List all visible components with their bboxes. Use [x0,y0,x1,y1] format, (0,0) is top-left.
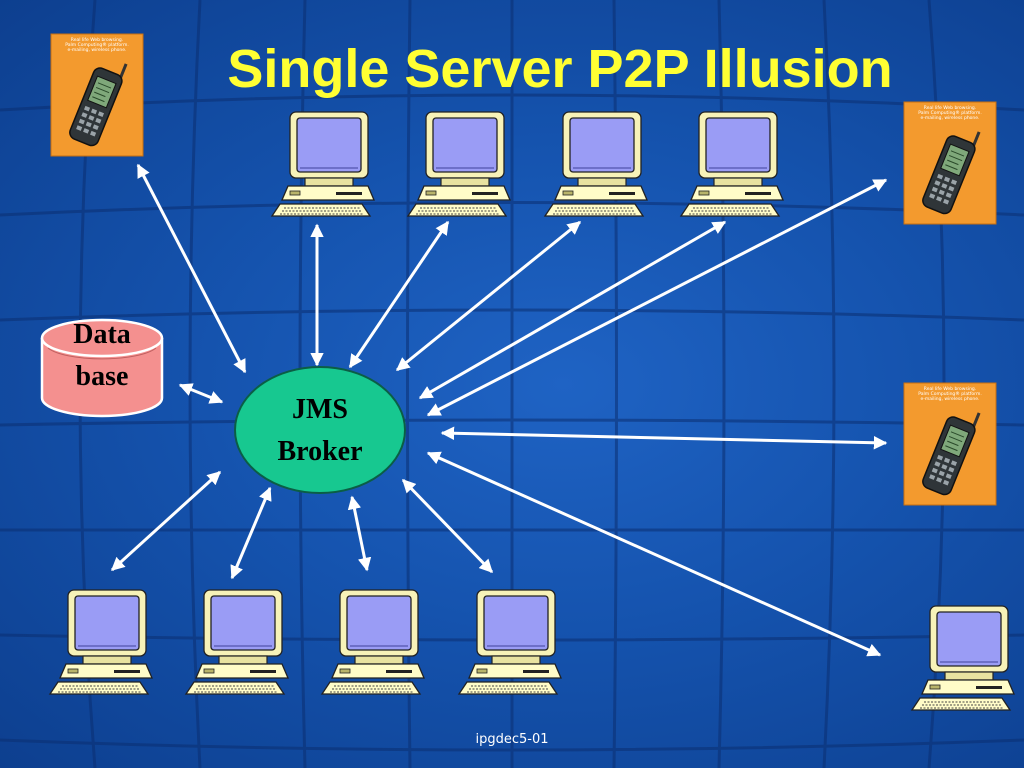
arrow-computer-bottom-2 [230,486,272,580]
svg-text:Real life Web browsing.: Real life Web browsing. [924,105,976,111]
desktop-computer-icon [407,111,511,217]
database-label-line2: base [76,361,129,392]
arrow-computer-bottom-1 [110,470,222,572]
desktop-computer-icon [271,111,375,217]
database-label-line1: Data [73,319,131,350]
desktop-computer-icon [458,589,562,695]
desktop-computer-icon [911,605,1015,711]
arrow-computer-bottom-3 [347,495,372,572]
svg-text:e-mailing, wireless phone.: e-mailing, wireless phone. [921,396,980,402]
svg-text:Real life Web browsing.: Real life Web browsing. [71,37,123,43]
database-node: Data base [40,318,164,418]
cell-phone-icon: Real life Web browsing. Palm Computing® … [902,381,998,507]
svg-text:Real life Web browsing.: Real life Web browsing. [924,386,976,392]
svg-text:Palm Computing® platform.: Palm Computing® platform. [918,109,982,116]
desktop-computer-icon [321,589,425,695]
cell-phone-icon: Real life Web browsing. Palm Computing® … [49,32,145,158]
arrow-computer-top-2 [348,220,450,369]
cell-phone-icon: Real life Web browsing. Palm Computing® … [902,100,998,226]
desktop-computer-icon [544,111,648,217]
arrow-database [178,383,224,404]
svg-text:Palm Computing® platform.: Palm Computing® platform. [65,41,129,48]
svg-text:e-mailing, wireless phone.: e-mailing, wireless phone. [68,47,127,53]
jms-broker-node: JMS Broker [234,366,406,494]
slide-title: Single Server P2P Illusion [227,39,893,99]
connection-arrows [110,163,888,657]
arrow-computer-bottom-right [426,451,882,657]
svg-text:Palm Computing® platform.: Palm Computing® platform. [918,390,982,397]
arrow-computer-top-4 [418,220,727,400]
desktop-computer-icon [680,111,784,217]
svg-text:e-mailing, wireless phone.: e-mailing, wireless phone. [921,115,980,121]
slide-footer: ipgdec5-01 [475,732,549,747]
arrow-computer-top-3 [395,220,582,372]
arrow-phone-mid-right [440,426,888,450]
desktop-computer-icon [185,589,289,695]
broker-label-line1: JMS [292,394,348,425]
arrow-computer-bottom-4 [401,478,494,574]
arrow-phone-top-right [426,178,888,417]
desktop-computer-icon [49,589,153,695]
broker-label-line2: Broker [277,436,362,467]
arrow-phone-top-left [136,163,247,374]
